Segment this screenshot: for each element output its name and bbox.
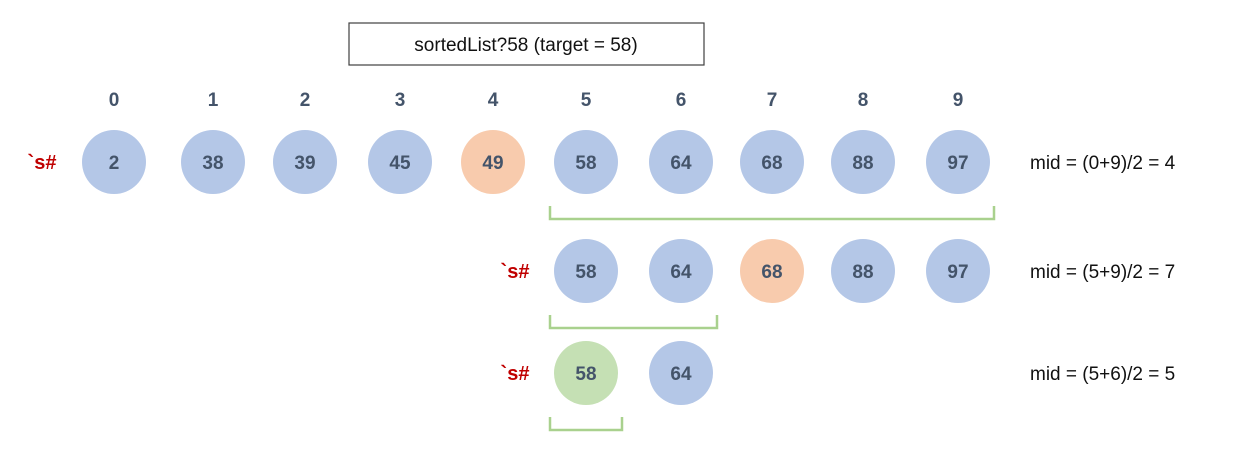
element-value: 64 [670, 364, 692, 385]
element-circle [181, 130, 245, 194]
element-circle [82, 130, 146, 194]
index-label: 9 [953, 90, 964, 111]
index-labels: 0 1 2 3 4 5 6 7 8 9 [109, 90, 964, 111]
index-label: 3 [395, 90, 406, 111]
row-marker: `s# [28, 152, 57, 174]
element-circle [740, 130, 804, 194]
element-value: 64 [670, 153, 692, 174]
element-circle [740, 239, 804, 303]
index-label: 0 [109, 90, 120, 111]
element-value: 2 [109, 153, 120, 174]
row-marker: `s# [501, 261, 530, 283]
index-label: 8 [858, 90, 869, 111]
element-circle [649, 341, 713, 405]
range-bracket [548, 417, 624, 432]
element-circle [926, 239, 990, 303]
index-label: 6 [676, 90, 687, 111]
element-value: 68 [761, 262, 782, 283]
element-value: 97 [947, 262, 968, 283]
element-circle [649, 130, 713, 194]
element-circle [831, 130, 895, 194]
search-step-row: `s# 58 64 68 88 97 mid = (5+9)/2 = 7 [501, 239, 1175, 330]
element-value: 64 [670, 262, 692, 283]
element-circle [831, 239, 895, 303]
element-value: 58 [575, 153, 596, 174]
element-value: 88 [852, 262, 873, 283]
mid-formula: mid = (5+9)/2 = 7 [1030, 262, 1175, 283]
index-label: 2 [300, 90, 311, 111]
element-value: 39 [294, 153, 315, 174]
element-value: 38 [202, 153, 223, 174]
element-value: 88 [852, 153, 873, 174]
element-value: 49 [482, 153, 503, 174]
search-step-row: `s# 58 64 mid = (5+6)/2 = 5 [501, 341, 1175, 432]
search-step-row: `s# 2 38 39 45 49 58 64 68 88 97 mid = (0+9)/2 = 4 [28, 130, 1176, 221]
element-circle [926, 130, 990, 194]
element-circle [368, 130, 432, 194]
element-circle [554, 130, 618, 194]
mid-formula: mid = (5+6)/2 = 5 [1030, 364, 1175, 385]
element-circle [273, 130, 337, 194]
index-label: 5 [581, 90, 592, 111]
element-value: 68 [761, 153, 782, 174]
title-text: sortedList?58 (target = 58) [414, 35, 637, 56]
element-value: 97 [947, 153, 968, 174]
title-box [348, 22, 705, 66]
element-circle [649, 239, 713, 303]
row-marker: `s# [501, 363, 530, 385]
index-label: 4 [488, 90, 499, 111]
index-label: 7 [767, 90, 778, 111]
mid-formula: mid = (0+9)/2 = 4 [1030, 153, 1176, 174]
index-label: 1 [208, 90, 219, 111]
element-circle [554, 239, 618, 303]
element-value: 58 [575, 262, 596, 283]
element-circle [461, 130, 525, 194]
element-value: 58 [575, 364, 596, 385]
element-circle [554, 341, 618, 405]
range-bracket [548, 315, 719, 330]
element-value: 45 [389, 153, 411, 174]
range-bracket [548, 206, 996, 221]
